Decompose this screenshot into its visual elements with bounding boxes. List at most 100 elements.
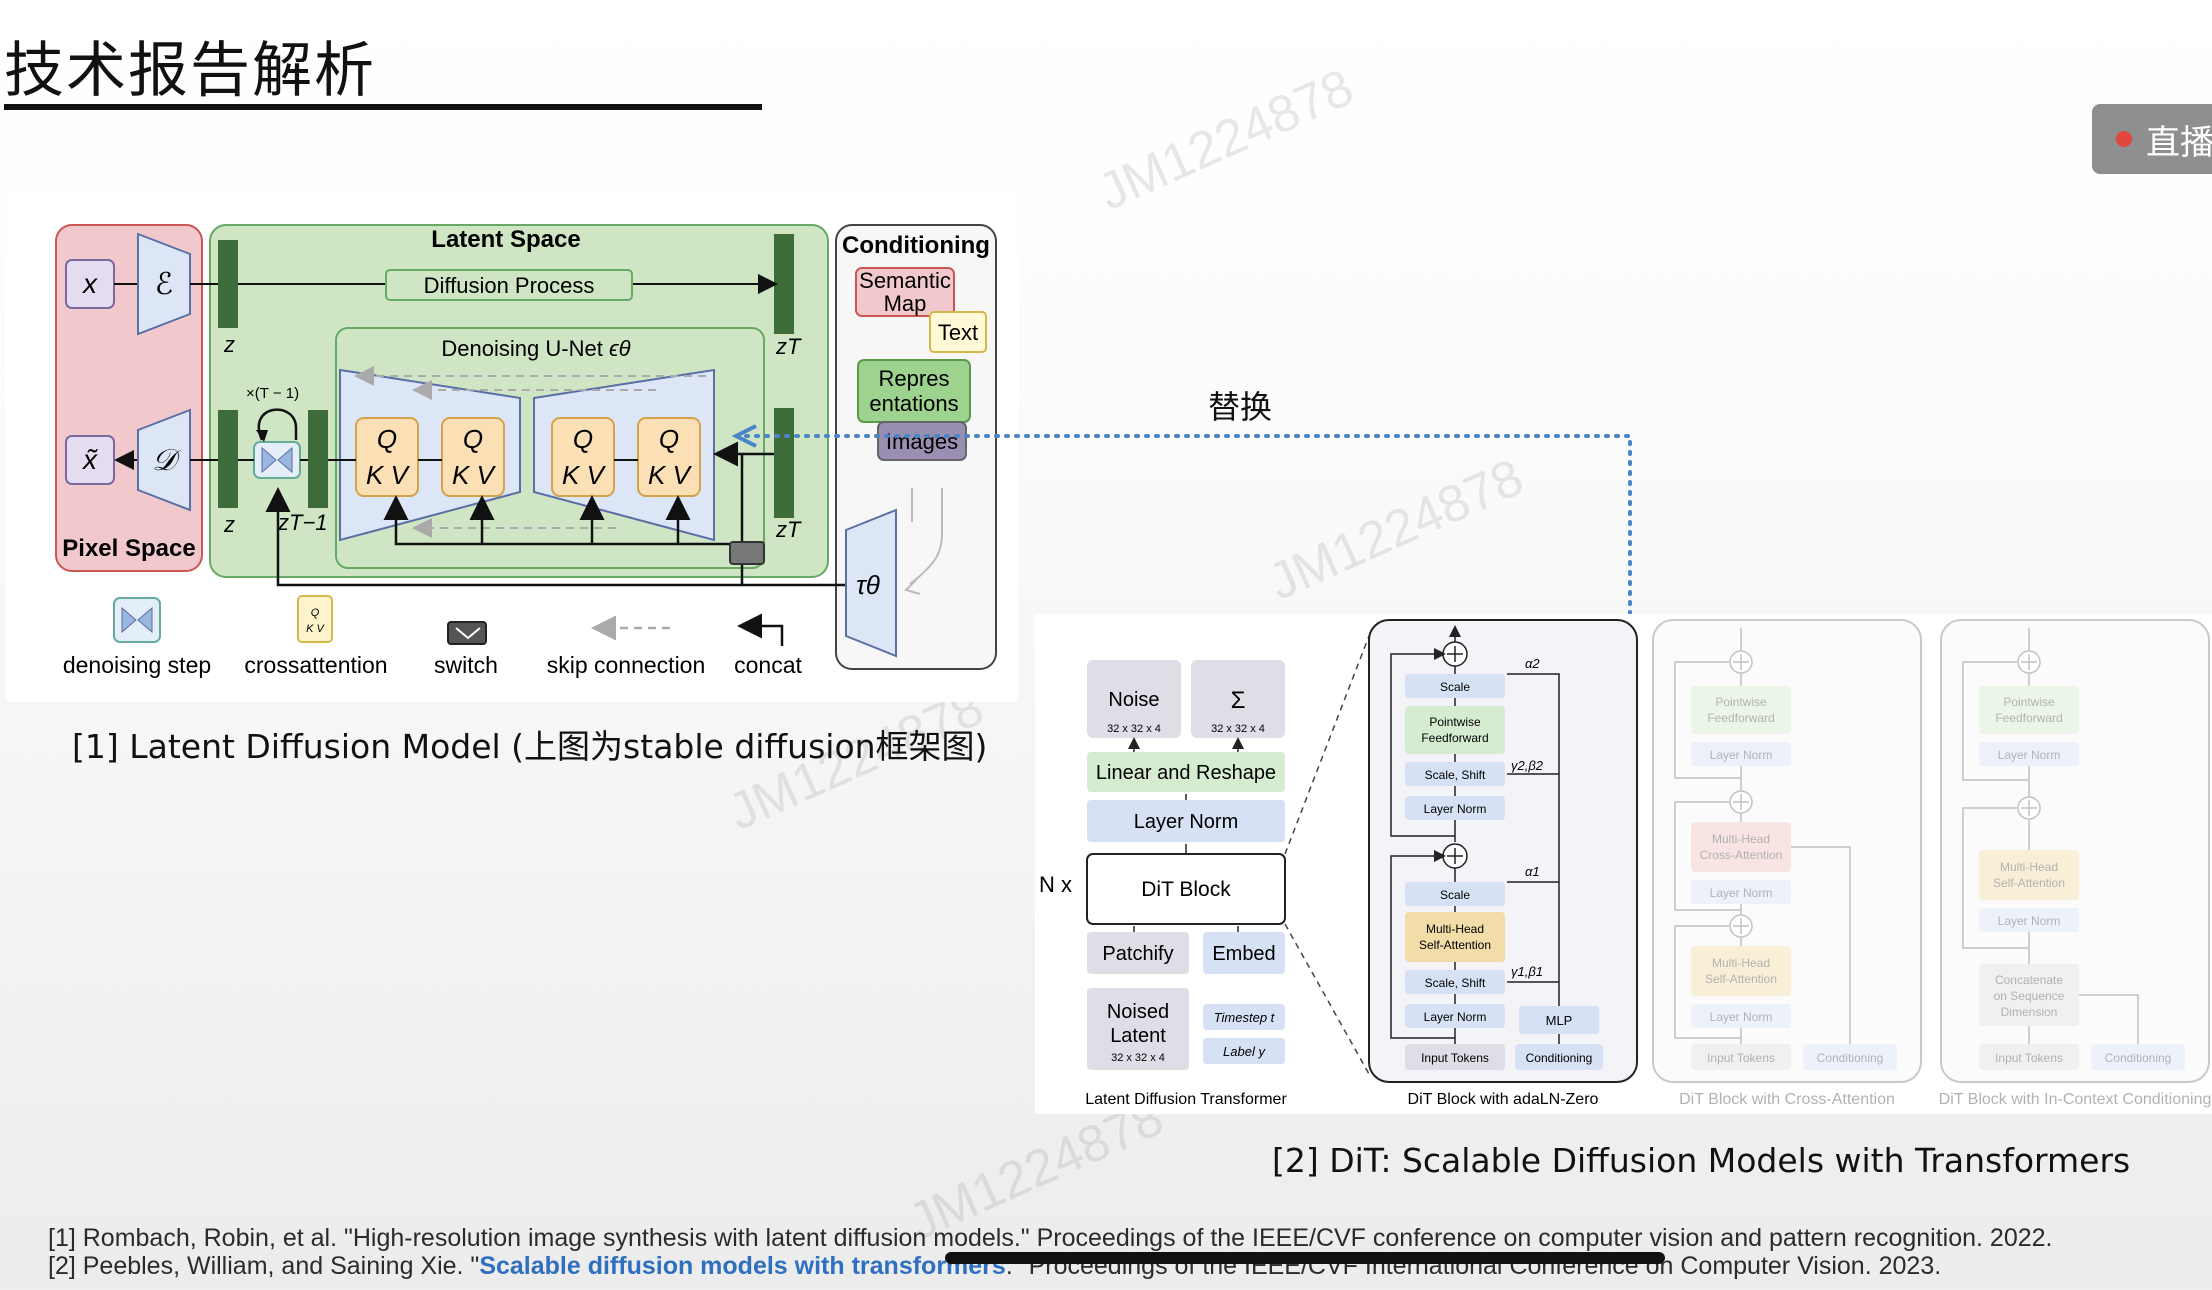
svg-text:denoising step: denoising step <box>63 652 211 678</box>
latent-space-label: Latent Space <box>431 226 580 253</box>
z-label-top: z <box>223 332 235 357</box>
svg-text:Layer Norm: Layer Norm <box>1134 811 1238 833</box>
x-label: x <box>81 268 98 299</box>
svg-text:Multi-Head: Multi-Head <box>2000 860 2058 874</box>
latent-diffusion-transformer: Noise 32 x 32 x 4 Σ 32 x 32 x 4 Linear a… <box>1039 660 1287 1108</box>
svg-text:Input Tokens: Input Tokens <box>1421 1051 1489 1065</box>
live-button[interactable]: 直播 <box>2092 104 2212 174</box>
svg-text:Concatenate: Concatenate <box>1995 973 2063 987</box>
zT1-label: zT−1 <box>277 510 328 535</box>
legend-denoising-icon <box>113 597 161 643</box>
svg-text:Self-Attention: Self-Attention <box>1705 972 1777 986</box>
reference-2-prefix: [2] Peebles, William, and Saining Xie. " <box>48 1252 480 1280</box>
svg-text:Feedforward: Feedforward <box>1707 711 1774 725</box>
svg-text:Pointwise: Pointwise <box>1715 695 1767 709</box>
linear-reshape-box <box>1087 752 1285 792</box>
switch-icon <box>729 541 765 565</box>
images-box <box>877 421 967 461</box>
legend-switch-icon <box>447 621 487 645</box>
svg-text:skip connection: skip connection <box>547 652 706 678</box>
svg-text:Linear and Reshape: Linear and Reshape <box>1096 762 1276 784</box>
svg-text:Q: Q <box>573 424 593 454</box>
svg-text:Conditioning: Conditioning <box>1817 1051 1884 1065</box>
svg-text:γ1,β1: γ1,β1 <box>1511 964 1543 979</box>
svg-text:DiT Block: DiT Block <box>1141 878 1231 901</box>
svg-text:crossattention: crossattention <box>244 652 387 678</box>
svg-text:Input Tokens: Input Tokens <box>1707 1051 1775 1065</box>
svg-text:DiT Block with In-Context Cond: DiT Block with In-Context Conditioning <box>1939 1091 2212 1108</box>
svg-text:Conditioning: Conditioning <box>1526 1051 1593 1065</box>
replace-arrow <box>740 434 1632 616</box>
svg-text:Images: Images <box>886 429 958 454</box>
svg-text:switch: switch <box>434 652 498 678</box>
svg-text:α2: α2 <box>1525 656 1540 671</box>
svg-text:Pointwise: Pointwise <box>1429 715 1481 729</box>
dit-caption: [2] DiT: Scalable Diffusion Models with … <box>1272 1141 2131 1180</box>
svg-text:32 x 32 x 4: 32 x 32 x 4 <box>1211 723 1265 735</box>
svg-text:32 x 32 x 4: 32 x 32 x 4 <box>1111 1052 1165 1064</box>
reference-2-link[interactable]: Scalable diffusion models with transform… <box>479 1252 1006 1280</box>
svg-text:Map: Map <box>884 291 927 316</box>
timestep-box <box>1203 1004 1285 1030</box>
svg-text:DiT Block with adaLN-Zero: DiT Block with adaLN-Zero <box>1408 1091 1599 1108</box>
svg-text:γ2,β2: γ2,β2 <box>1511 758 1544 773</box>
svg-text:Dimension: Dimension <box>2001 1005 2058 1019</box>
ldm-caption: [1] Latent Diffusion Model (上图为stable di… <box>72 727 988 766</box>
page-title: 技术报告解析 <box>4 36 376 106</box>
svg-text:Layer Norm: Layer Norm <box>1424 802 1487 816</box>
svg-text:Multi-Head: Multi-Head <box>1712 956 1770 970</box>
title-underline <box>4 104 762 110</box>
text-box <box>929 311 987 353</box>
svg-text:MLP: MLP <box>1546 1013 1573 1028</box>
noised-latent-box <box>1087 988 1189 1070</box>
x-tilde-label: x̃ <box>81 444 99 475</box>
zT-label-bottom: zT <box>775 517 802 542</box>
dit-block-cross-attention: Pointwise Feedforward Layer Norm Multi-H… <box>1652 619 1922 1108</box>
svg-text:Pointwise: Pointwise <box>2003 695 2055 709</box>
svg-text:entations: entations <box>869 391 958 416</box>
legend-concat-icon <box>737 613 784 646</box>
live-dot-icon <box>2116 131 2132 147</box>
z-bar-top <box>218 240 238 328</box>
svg-text:Feedforward: Feedforward <box>1421 731 1488 745</box>
svg-text:Noise: Noise <box>1108 689 1159 711</box>
pixel-space-label: Pixel Space <box>62 535 195 562</box>
embed-box <box>1203 932 1285 974</box>
conditioning-label: Conditioning <box>842 232 990 259</box>
ldm-diagram: Pixel Space Latent Space Conditioning x … <box>6 192 1018 702</box>
svg-text:Self-Attention: Self-Attention <box>1993 876 2065 890</box>
svg-text:Layer Norm: Layer Norm <box>1710 1010 1773 1024</box>
svg-text:K V: K V <box>562 460 607 490</box>
svg-text:Text: Text <box>938 320 978 345</box>
svg-text:K V: K V <box>452 460 497 490</box>
z-bar-bottom <box>218 410 238 508</box>
dit-block-in-context: Pointwise Feedforward Layer Norm Multi-H… <box>1939 619 2212 1108</box>
replace-arrowhead-icon <box>731 424 757 448</box>
dit-block-adaln-zero: Scale Pointwise Feedforward Scale, Shift… <box>1368 619 1638 1108</box>
semantic-map-box <box>855 267 955 317</box>
legend: Q K V denoising step crossattention swit… <box>63 595 802 678</box>
qkv-block-1: Q K V <box>355 417 419 497</box>
svg-text:K V: K V <box>306 623 325 635</box>
svg-text:Patchify: Patchify <box>1102 943 1173 965</box>
unet-label: Denoising U-Net ϵθ <box>441 336 630 361</box>
svg-text:Conditioning: Conditioning <box>2105 1051 2172 1065</box>
dit-block-box <box>1086 853 1286 925</box>
live-button-label: 直播 <box>2146 122 2212 163</box>
patchify-box <box>1087 932 1189 974</box>
svg-text:Q: Q <box>311 607 320 619</box>
svg-text:Scale, Shift: Scale, Shift <box>1425 976 1486 990</box>
svg-text:α1: α1 <box>1525 864 1540 879</box>
tau-label: τθ <box>856 570 880 600</box>
svg-text:Q: Q <box>659 424 679 454</box>
svg-text:Q: Q <box>377 424 397 454</box>
svg-text:on Sequence: on Sequence <box>1994 989 2065 1003</box>
times-label: ×(T − 1) <box>246 385 299 402</box>
ldm-diagram-svg: Pixel Space Latent Space Conditioning x … <box>55 224 997 678</box>
diffusion-process-box <box>385 269 633 301</box>
horizontal-scrollbar[interactable] <box>945 1252 1665 1264</box>
legend-crossattention-icon <box>297 595 333 643</box>
svg-text:Repres: Repres <box>879 366 950 391</box>
zT-label-top: zT <box>775 334 802 359</box>
